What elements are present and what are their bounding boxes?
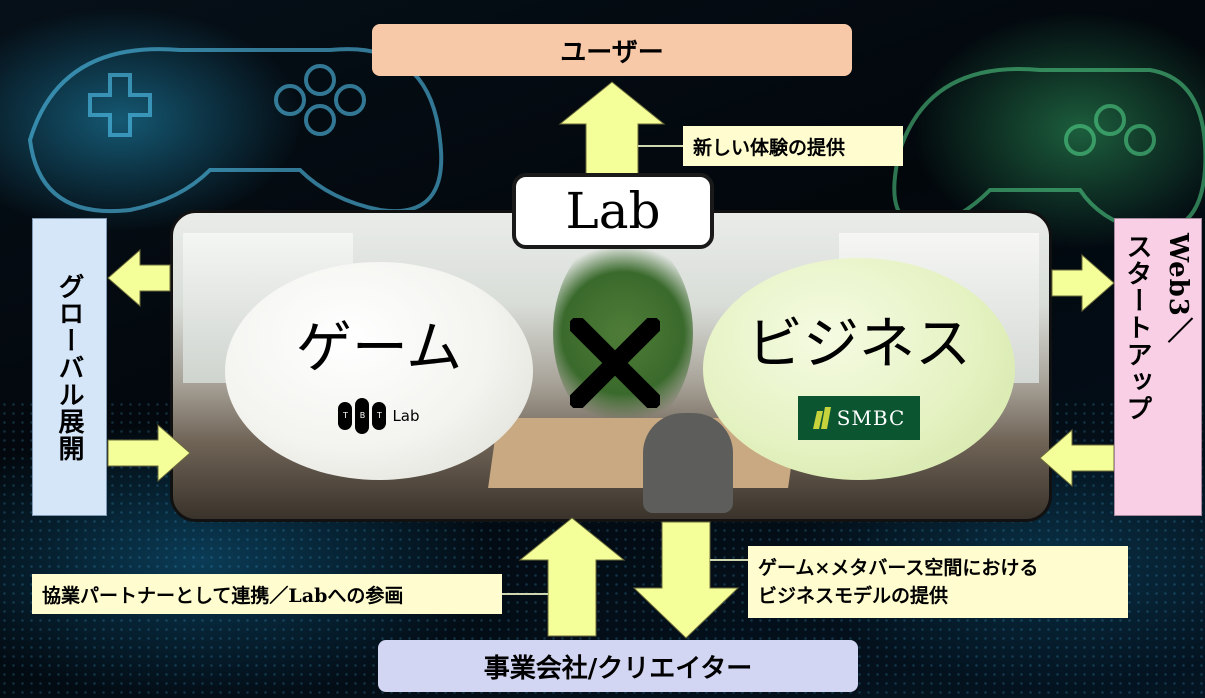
business-model-note: ゲーム×メタバース空間における ビジネスモデルの提供 xyxy=(748,546,1128,618)
business-note-line2: ビジネスモデルの提供 xyxy=(758,585,949,607)
game-ellipse: ゲーム T B T Lab xyxy=(225,262,533,480)
arrow-in-from-web3 xyxy=(1039,428,1115,488)
global-expansion-label: グローバル展開 xyxy=(54,272,84,462)
arrow-out-to-global xyxy=(107,248,171,308)
tbt-logo-text: Lab xyxy=(392,406,420,425)
web3-startup-text: Web3／ スタートアップ xyxy=(1119,219,1197,515)
smbc-mark-icon xyxy=(812,406,831,429)
lab-label: Lab xyxy=(565,182,661,240)
cross-symbol: × xyxy=(570,318,660,408)
tbt-logo-letter-2: B xyxy=(355,397,370,434)
global-expansion-box: グローバル展開 xyxy=(32,218,107,516)
companies-creators-label: 事業会社/クリエイター xyxy=(483,653,753,684)
business-note-line1: ゲーム×メタバース空間における xyxy=(758,557,1039,579)
smbc-text: SMBC xyxy=(836,405,906,430)
web3-label-line2: スタートアップ xyxy=(1122,233,1152,422)
tbt-logo-letter-1: T xyxy=(338,401,353,430)
arrow-out-to-web3 xyxy=(1051,253,1115,313)
arrow-up-from-companies xyxy=(518,517,626,637)
business-label: ビジネス xyxy=(747,311,971,377)
collaboration-note-text: 協業パートナーとして連携／Labへの参画 xyxy=(42,584,404,607)
tbt-lab-logo: T B T Lab xyxy=(338,397,420,434)
users-label: ユーザー xyxy=(560,37,664,68)
web3-startup-box: Web3／ スタートアップ xyxy=(1114,218,1202,516)
arrow-up-to-users xyxy=(558,81,666,177)
users-box: ユーザー xyxy=(372,24,852,76)
game-label: ゲーム xyxy=(295,315,463,381)
collaboration-note: 協業パートナーとして連携／Labへの参画 xyxy=(32,574,502,614)
office-chair xyxy=(643,413,733,513)
lab-box: Lab xyxy=(512,173,714,249)
web3-label-line1: Web3／ xyxy=(1163,233,1193,344)
business-ellipse: ビジネス SMBC xyxy=(703,258,1015,480)
arrow-in-from-global xyxy=(107,423,191,483)
arrow-down-to-companies xyxy=(632,521,740,639)
smbc-logo: SMBC xyxy=(798,395,920,440)
companies-creators-box: 事業会社/クリエイター xyxy=(378,640,858,692)
experience-note: 新しい体験の提供 xyxy=(683,126,903,166)
experience-note-text: 新しい体験の提供 xyxy=(693,136,846,159)
tbt-logo-letter-3: T xyxy=(372,401,387,430)
